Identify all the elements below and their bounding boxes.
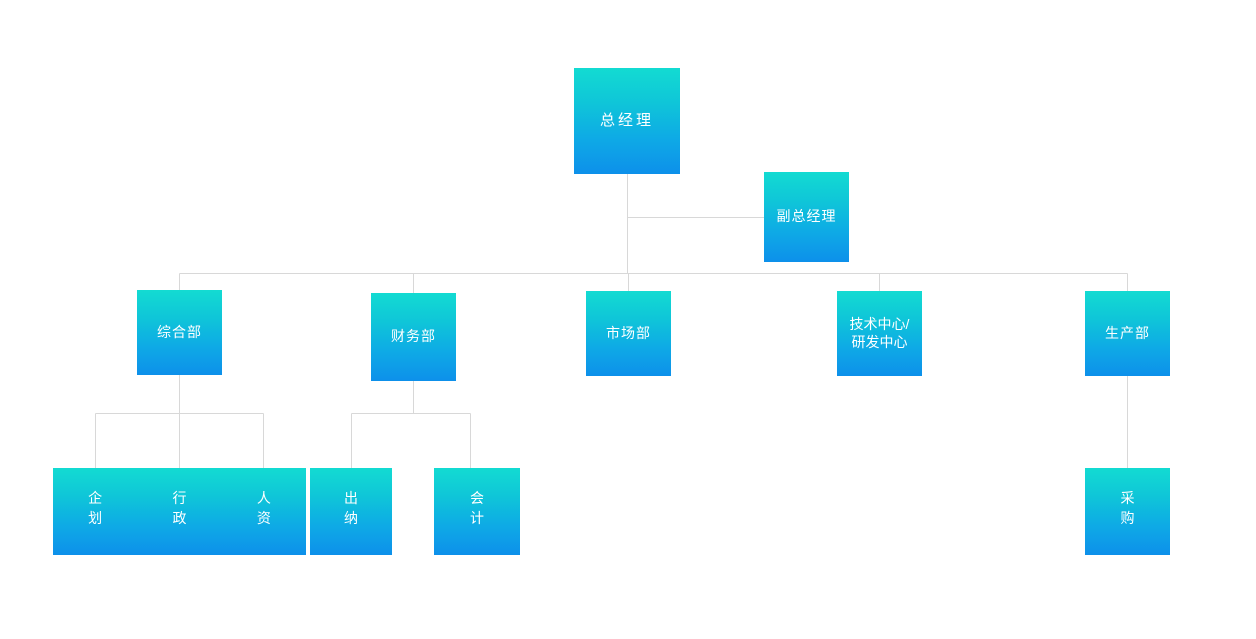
node-production-department-label: 生产部 (1105, 324, 1150, 341)
node-procurement-label: 采 购 (1120, 490, 1135, 527)
node-deputy-general-manager-label: 副总经理 (776, 208, 837, 225)
node-technology-rd-center-label: 技术中心/ 研发中心 (849, 315, 910, 350)
node-general-affairs-department[interactable]: 综合部 (137, 290, 222, 375)
node-cashier-label: 出 纳 (344, 490, 358, 527)
node-marketing-department[interactable]: 市场部 (586, 291, 671, 376)
node-production-department[interactable]: 生产部 (1085, 291, 1170, 376)
node-technology-rd-center[interactable]: 技术中心/ 研发中心 (837, 291, 922, 376)
node-procurement[interactable]: 采 购 (1085, 468, 1170, 555)
node-planning-label: 企 划 (88, 490, 103, 527)
node-administration-label: 行 政 (172, 490, 187, 527)
node-marketing-department-label: 市场部 (606, 324, 651, 341)
node-cashier[interactable]: 出 纳 (310, 468, 392, 555)
node-deputy-general-manager[interactable]: 副总经理 (764, 172, 849, 262)
node-accounting[interactable]: 会 计 (434, 468, 520, 555)
node-ceo[interactable]: 总经理 (574, 68, 680, 174)
node-finance-department-label: 财务部 (391, 328, 436, 345)
node-human-resources-label: 人 资 (256, 490, 271, 527)
node-general-affairs-subunits[interactable]: 企 划 行 政 人 资 (53, 468, 306, 555)
node-accounting-label: 会 计 (470, 490, 484, 527)
node-general-affairs-department-label: 综合部 (157, 323, 202, 340)
node-ceo-label: 总经理 (599, 112, 654, 130)
node-finance-department[interactable]: 财务部 (371, 293, 456, 381)
